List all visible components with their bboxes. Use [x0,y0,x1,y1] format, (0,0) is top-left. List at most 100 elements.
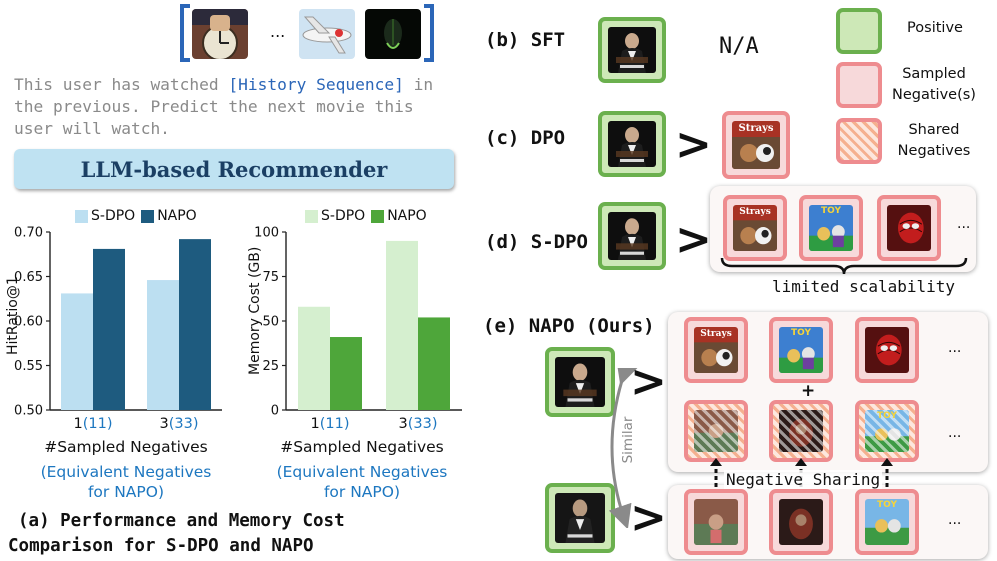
legend-swatch-sdpo [75,209,88,223]
caption-a-line2: Comparison for S-DPO and NAPO [8,536,314,556]
hitratio-plot: 0.50 0.55 0.60 0.65 0.70 1(11) 3(33) [14,226,222,432]
legend-sdpo-label: S-DPO [321,208,366,224]
napo-greater-than-1: > [630,356,667,407]
x-tick-label: 3(33) [399,416,438,432]
napo-shared-negative-1 [684,400,748,462]
hitratio-xlabel-sub-line2: for NAPO) [87,483,165,501]
napo-negative-spirited-away [684,489,748,555]
hitratio-legend: S-DPO NAPO [75,208,197,224]
legend-shared-swatch [836,118,882,164]
history-movie-plane [299,9,355,59]
bar-s-dpo-0 [298,306,330,410]
y-tick-label: 0.50 [14,404,43,419]
legend-positive-swatch [836,8,882,54]
bar-napo-1 [418,317,450,410]
legend-swatch-sdpo [305,209,318,223]
bar-napo-0 [93,248,125,410]
limited-brace [720,257,968,275]
dpo-greater-than: > [675,119,712,170]
legend-swatch-napo [141,209,155,223]
sft-na: N/A [719,34,759,59]
sdpo-greater-than: > [675,214,712,265]
legend-positive-label: Positive [907,20,963,36]
dpo-positive-poster [598,111,666,177]
poster-title-strays: Strays [738,123,774,134]
poster-title-toy: TOY [791,328,811,338]
y-tick-label: 0.70 [14,226,43,241]
y-tick-label: 25 [262,359,279,374]
y-tick-label: 75 [262,270,279,285]
legend-swatch-napo [371,209,385,223]
bar-s-dpo-1 [386,240,418,410]
legend-sampled-line2: Negative(s) [892,87,976,103]
napo-negative-toystory: TOY [769,317,833,383]
y-tick-label: 0.55 [14,359,43,374]
napo-negative-spiderman [855,317,919,383]
x-tick-label-paren: (33) [408,416,438,432]
napo-negative-toystory2: TOY [855,489,919,555]
napo-greater-than-2: > [630,492,667,543]
history-bracket-right [424,4,434,62]
dpo-negative-poster-strays: Strays [722,111,790,179]
x-tick-label: 1(11) [311,416,350,432]
bar-napo-0 [330,337,362,410]
history-bracket-left [180,4,190,62]
napo-plus: + [801,381,816,401]
y-tick-label: 0 [271,404,279,419]
dpo-label: (c) DPO [485,127,566,149]
y-tick-label: 0.65 [14,270,43,285]
napo-positive-poster-2 [545,483,615,553]
x-tick-label-paren: (11) [83,416,113,432]
sft-positive-poster [598,17,666,83]
y-tick-label: 50 [262,315,279,330]
sdpo-negative-toystory: TOY [799,195,863,261]
napo-ellipsis-row3: ... [948,512,962,528]
sft-label: (b) SFT [485,29,566,51]
similar-arrow [608,368,640,528]
poster-title-toy: TOY [877,500,897,510]
napo-negative-strays: Strays [684,317,748,383]
x-tick-label-main: 3 [399,416,408,432]
napo-label: (e) NAPO (Ours) [483,315,655,337]
legend-napo-label: NAPO [157,208,197,224]
x-tick-label: 3(33) [160,416,199,432]
history-movie-alien [365,9,421,59]
x-tick-label-paren: (33) [169,416,199,432]
hitratio-xlabel: #Sampled Negatives [44,438,208,456]
llm-recommender-label: LLM-based Recommender [80,156,388,182]
napo-shared-negative-2 [769,400,833,462]
y-tick-label: 100 [254,226,279,241]
bar-s-dpo-1 [147,280,179,410]
prompt-text-before: This user has watched [14,75,229,94]
legend-shared-line2: Negatives [897,143,971,159]
x-tick-label-main: 1 [311,416,320,432]
hitratio-xlabel-sub-line1: (Equivalent Negatives [40,463,212,481]
hitratio-xlabel-sub: (Equivalent Negatives for NAPO) [6,462,246,502]
poster-title-toy: TOY [877,411,897,421]
legend-shared-line1: Shared [908,122,960,138]
napo-ellipsis-row1: ... [948,340,962,356]
legend-sdpo-label: S-DPO [91,208,136,224]
x-tick-label: 1(11) [74,416,113,432]
llm-recommender-box: LLM-based Recommender [14,149,454,189]
y-tick-label: 0.60 [14,315,43,330]
legend-shared-label: Shared Negatives [884,120,984,162]
sdpo-negative-spiderman [877,195,941,261]
legend-sampled-swatch [836,62,882,108]
x-tick-label-paren: (11) [320,416,350,432]
bar-napo-1 [179,239,211,410]
bar-s-dpo-0 [61,293,93,410]
x-tick-label-main: 3 [160,416,169,432]
prompt-text: This user has watched [History Sequence]… [14,74,444,140]
legend-napo-label: NAPO [387,208,427,224]
memory-xlabel-sub: (Equivalent Negatives for NAPO) [242,462,482,502]
legend-sampled-label: Sampled Negative(s) [884,64,984,106]
poster-title-strays: Strays [700,329,732,339]
memory-xlabel: #Sampled Negatives [280,438,444,456]
napo-ellipsis-row2: ... [948,425,962,441]
similar-label: Similar [620,416,636,464]
prompt-text-after: in the previous. Predict the next movie … [14,75,434,138]
history-ellipsis: ... [270,22,286,41]
limited-scalability: limited scalability [772,277,956,296]
napo-shared-negative-3: TOY [855,400,919,462]
